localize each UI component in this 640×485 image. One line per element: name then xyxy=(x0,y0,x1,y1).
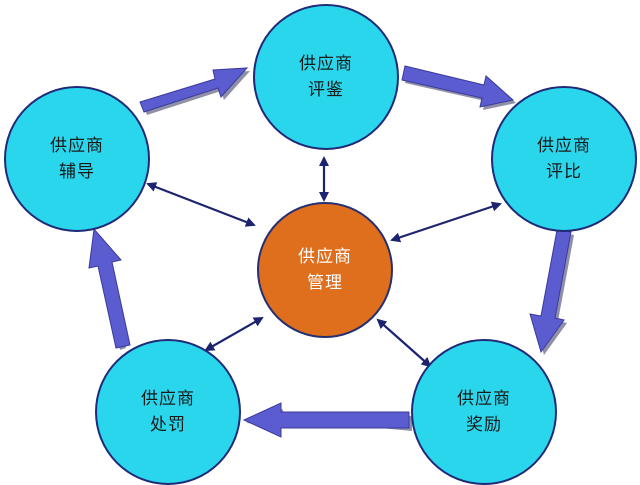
node-label-line1: 供应商 xyxy=(50,136,104,156)
arrow-chufa-to-fudao-fill xyxy=(88,227,131,349)
node-supplier-comparison: 供应商 评比 xyxy=(491,86,637,232)
connector-guanli-chufa xyxy=(204,317,264,351)
node-supplier-coaching: 供应商 辅导 xyxy=(4,86,150,232)
node-label-line1: 供应商 xyxy=(457,389,511,409)
node-label-line2: 处罚 xyxy=(150,415,186,435)
node-label-line1: 供应商 xyxy=(298,247,352,267)
node-supplier-management: 供应商 管理 xyxy=(257,202,393,338)
node-label-line2: 管理 xyxy=(307,273,343,293)
arrow-pingbi-to-jiangli-fill xyxy=(529,229,572,354)
arrow-jiangli-to-chufa-fill xyxy=(242,402,410,438)
node-label-line2: 评鉴 xyxy=(308,80,344,100)
node-supplier-evaluation: 供应商 评鉴 xyxy=(253,4,399,150)
node-label-line2: 辅导 xyxy=(59,162,95,182)
center-connectors xyxy=(146,156,502,368)
node-label-line1: 供应商 xyxy=(537,136,591,156)
node-label-line2: 奖励 xyxy=(466,415,502,435)
connector-guanli-fudao xyxy=(146,182,256,227)
connector-guanli-pingbi xyxy=(390,201,502,243)
arrow-pingjian-to-pingbi-fill xyxy=(401,65,515,108)
cycle-arrows xyxy=(88,65,574,438)
connector-guanli-jiangli xyxy=(376,318,432,368)
node-supplier-reward: 供应商 奖励 xyxy=(411,339,557,485)
arrow-fudao-to-pingjian-fill xyxy=(139,67,249,113)
node-label-line1: 供应商 xyxy=(299,54,353,74)
node-label-line1: 供应商 xyxy=(141,389,195,409)
node-label-line2: 评比 xyxy=(546,162,582,182)
node-supplier-penalty: 供应商 处罚 xyxy=(95,339,241,485)
